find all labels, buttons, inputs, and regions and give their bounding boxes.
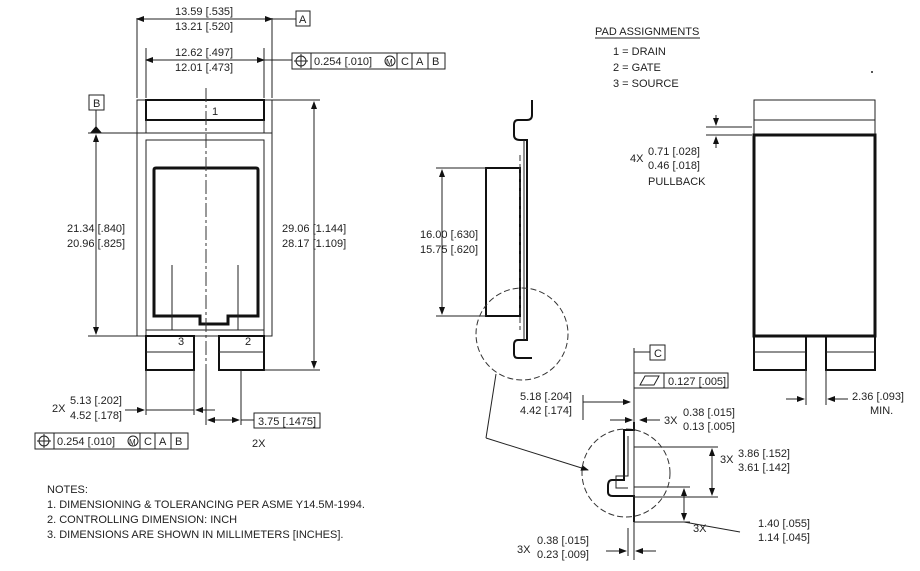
- fcf-bottom-tolerance: 0.254 [.010]: [57, 436, 115, 448]
- detail-leader: [485, 437, 589, 471]
- side-view: 16.00 [.630] 15.75 [.620]: [420, 100, 589, 471]
- datum-c-label: C: [654, 348, 662, 360]
- flatness-symbol-icon: [639, 375, 660, 386]
- detail-lead: [607, 422, 635, 522]
- overall-height-mm: 29.06 [1.144]: [282, 223, 346, 235]
- pullback-prefix: 4X: [630, 153, 644, 165]
- body-height-in: 20.96 [.825]: [67, 238, 125, 250]
- detail-a-in: 4.42 [.174]: [520, 405, 572, 417]
- fcf-top-tolerance: 0.254 [.010]: [314, 56, 372, 68]
- datum-c-box: [649, 344, 666, 361]
- end-width-value: 2.36 [.093]: [852, 391, 904, 403]
- detail-e-prefix: 3X: [517, 544, 531, 556]
- pin-label-1: 1: [212, 106, 218, 118]
- end-lead-left: [753, 335, 807, 371]
- lead-width-in: 4.52 [.178]: [70, 410, 122, 422]
- pad-assignment-1: 1 = DRAIN: [613, 46, 666, 58]
- detail-e-mm: 0.38 [.015]: [537, 535, 589, 547]
- notes-title: NOTES:: [47, 484, 88, 496]
- pad-assignments-title: PAD ASSIGNMENTS: [595, 26, 699, 38]
- feature-control-frame-bottom: 0.254 [.010] M C A B: [34, 432, 189, 450]
- datum-a-box: [295, 10, 311, 27]
- side-height-in: 15.75 [.620]: [420, 244, 478, 256]
- end-view: 4X 0.71 [.028] 0.46 [.018] PULLBACK 2.36…: [630, 99, 904, 417]
- end-lead-right: [825, 335, 876, 371]
- notes-block: NOTES: 1. DIMENSIONING & TOLERANCING PER…: [47, 484, 365, 541]
- exposed-pad: [152, 166, 260, 326]
- mmc-modifier-icon: [384, 55, 396, 67]
- detail-b-in: 0.13 [.005]: [683, 421, 735, 433]
- fcf-bottom-mod: M: [129, 438, 136, 447]
- detail-c-in: 3.61 [.142]: [738, 462, 790, 474]
- lead-pitch-mult: 2X: [252, 438, 266, 450]
- flatness-value: 0.127 [.005]: [668, 376, 726, 388]
- lead-source-3: [145, 335, 195, 371]
- detail-b-prefix: 3X: [664, 415, 678, 427]
- body-outline: [145, 139, 265, 331]
- fcf-top-d1: C: [401, 56, 409, 68]
- detail-c-prefix: 3X: [720, 454, 734, 466]
- note-2: 2. CONTROLLING DIMENSION: INCH: [47, 514, 237, 526]
- pullback-in: 0.46 [.018]: [648, 160, 700, 172]
- overall-height-in: 28.17 [1.109]: [282, 238, 346, 250]
- flatness-frame: [633, 372, 729, 389]
- side-body: [485, 167, 521, 317]
- fcf-top-d2: A: [416, 56, 424, 68]
- overall-width-in: 13.21 [.520]: [175, 21, 233, 33]
- lead-width-prefix: 2X: [52, 403, 66, 415]
- end-view-pad: [752, 133, 877, 338]
- detail-d-prefix: 3X: [693, 523, 707, 535]
- lead-width-mm: 5.13 [.202]: [70, 395, 122, 407]
- lead-pitch-basic-box: [253, 412, 321, 429]
- pad-assignment-3: 3 = SOURCE: [613, 78, 679, 90]
- fcf-bottom-d3: B: [175, 436, 182, 448]
- detail-circle: [581, 428, 671, 518]
- datum-a-label: A: [299, 14, 307, 26]
- detail-view: C 0.127 [.005] 5.18 [.204] 4.42 [.174] 3…: [517, 344, 810, 561]
- side-lead-frame: [513, 100, 533, 359]
- body-width-in: 12.01 [.473]: [175, 62, 233, 74]
- note-1: 1. DIMENSIONING & TOLERANCING PER ASME Y…: [47, 499, 365, 511]
- fcf-bottom-d1: C: [144, 436, 152, 448]
- pin-label-2: 2: [245, 336, 251, 348]
- lead-pitch-value: 3.75 [.1475]: [258, 416, 316, 428]
- detail-d-mm: 1.40 [.055]: [758, 518, 810, 530]
- detail-circle-source: [475, 287, 569, 381]
- datum-b-label: B: [93, 98, 100, 110]
- lead-gate-2: [218, 335, 265, 371]
- drain-tab-top: [145, 99, 265, 121]
- detail-e-in: 0.23 [.009]: [537, 549, 589, 561]
- detail-d-in: 1.14 [.045]: [758, 532, 810, 544]
- pullback-mm: 0.71 [.028]: [648, 146, 700, 158]
- note-3: 3. DIMENSIONS ARE SHOWN IN MILLIMETERS […: [47, 529, 343, 541]
- feature-control-frame-top: 0.254 [.010] M C A B: [291, 52, 446, 70]
- detail-b-mm: 0.38 [.015]: [683, 407, 735, 419]
- pullback-label: PULLBACK: [648, 176, 706, 188]
- fcf-bottom-d2: A: [159, 436, 167, 448]
- overall-width-mm: 13.59 [.535]: [175, 6, 233, 18]
- pad-assignment-2: 2 = GATE: [613, 62, 661, 74]
- mmc-modifier-icon: [127, 435, 139, 447]
- pad-assignments: PAD ASSIGNMENTS 1 = DRAIN 2 = GATE 3 = S…: [595, 26, 873, 90]
- end-width-min: MIN.: [870, 405, 893, 417]
- side-height-mm: 16.00 [.630]: [420, 229, 478, 241]
- pin-label-3: 3: [178, 336, 184, 348]
- datum-b-triangle: [90, 126, 102, 133]
- fcf-top-d3: B: [432, 56, 439, 68]
- body-width-mm: 12.62 [.497]: [175, 47, 233, 59]
- detail-c-mm: 3.86 [.152]: [738, 448, 790, 460]
- package-outer-outline: [136, 99, 273, 337]
- body-height-mm: 21.34 [.840]: [67, 223, 125, 235]
- fcf-top-mod: M: [386, 58, 393, 67]
- detail-a-mm: 5.18 [.204]: [520, 391, 572, 403]
- top-view: 3 2 1 A 13.59 [.535] 13.21 [.520] 12.62 …: [34, 6, 446, 450]
